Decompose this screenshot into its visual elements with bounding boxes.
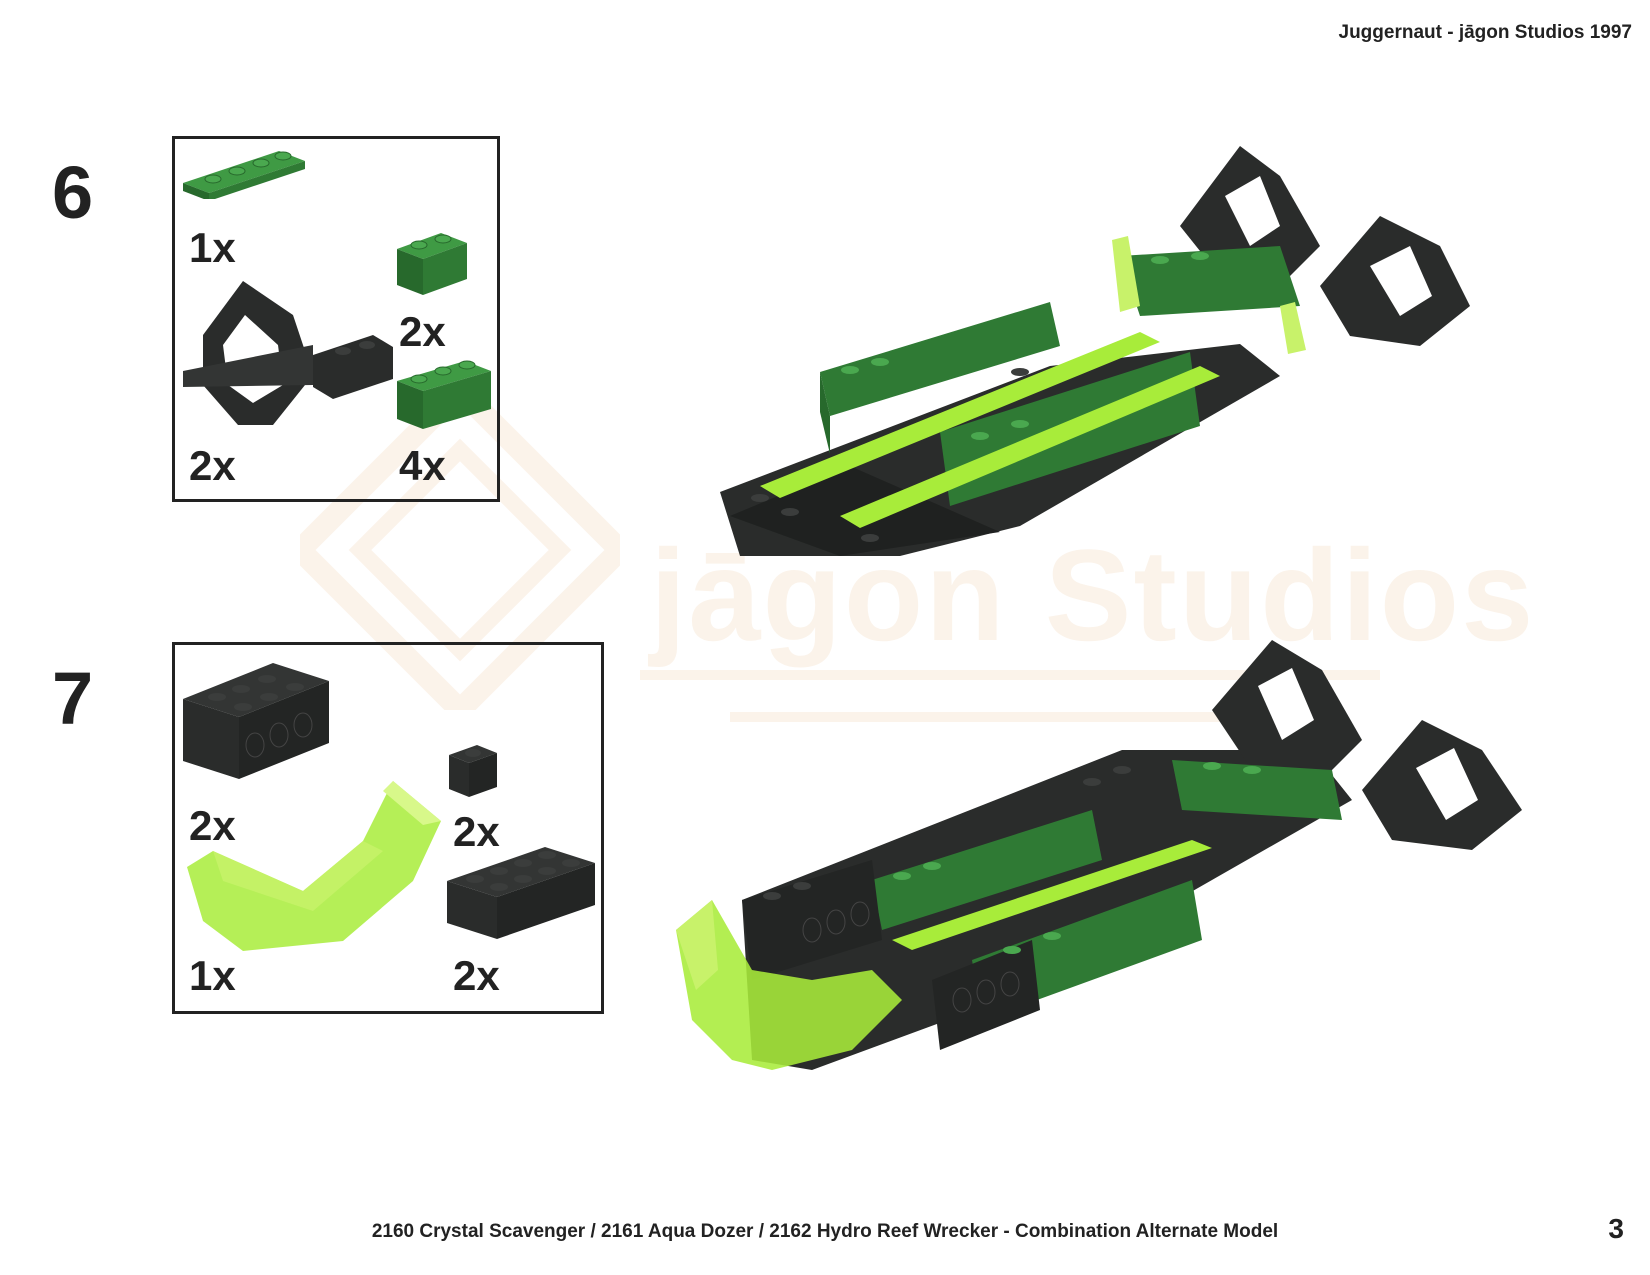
step-number: 7	[52, 657, 94, 740]
green-brick-1x2-icon	[393, 229, 469, 304]
part-quantity: 2x	[453, 952, 500, 999]
page-header-title: Juggernaut - jāgon Studios 1997	[1338, 22, 1633, 43]
green-brick-1x3-icon	[393, 357, 493, 438]
part-quantity: 2x	[189, 442, 236, 489]
part-quantity: 4x	[399, 442, 446, 489]
green-plate-1x4-icon	[183, 149, 307, 204]
black-brick-1x1-icon	[447, 743, 499, 804]
watermark-line	[640, 670, 1380, 680]
part-quantity: 2x	[453, 808, 500, 855]
step-6-assembly-model-icon	[720, 136, 1480, 571]
part-quantity: 2x	[189, 802, 236, 849]
parts-callout-box: 1x 2x 2x 4x	[172, 136, 500, 502]
watermark-logo-icon	[284, 374, 636, 726]
black-brick-2x3-holes-icon	[183, 661, 333, 786]
part-quantity: 2x	[399, 308, 446, 355]
step-number: 6	[52, 151, 94, 234]
lime-windscreen-icon	[183, 781, 447, 958]
page-footer-title: 2160 Crystal Scavenger / 2161 Aqua Dozer…	[371, 1221, 1279, 1242]
part-quantity: 1x	[189, 224, 236, 271]
watermark-line	[730, 712, 1290, 722]
black-engine-cage-icon	[183, 275, 393, 440]
parts-callout-box: 2x 2x 1x 2x	[172, 642, 604, 1014]
step-7-assembly-model-icon	[672, 640, 1532, 1085]
page-number: 3	[1608, 1213, 1624, 1244]
black-brick-2x4-icon	[447, 845, 597, 946]
part-quantity: 1x	[189, 952, 236, 999]
